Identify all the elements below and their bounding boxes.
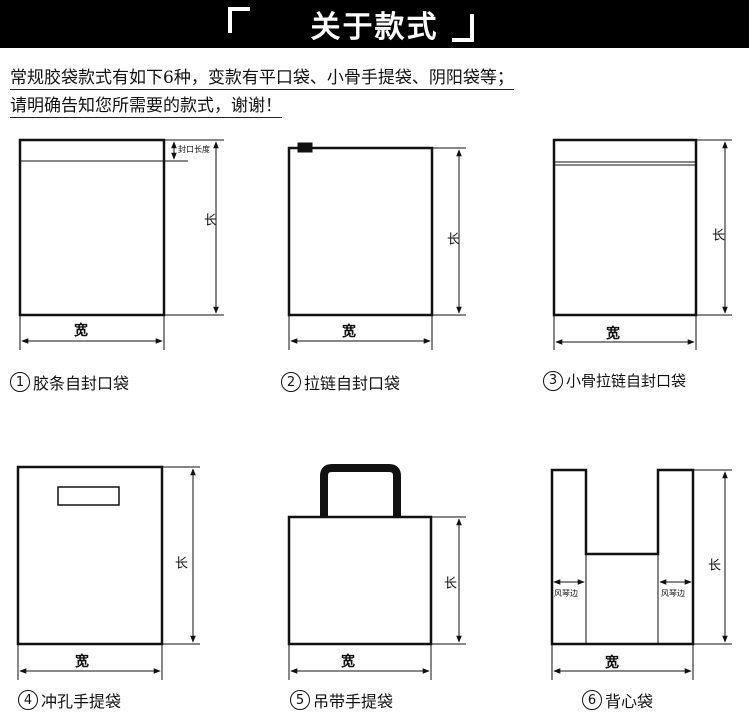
intro-text: 常规胶袋款式有如下6种，变款有平口袋、小骨手提袋、阴阳袋等； 请明确告知您所需要…	[10, 64, 745, 120]
bag-6-name: 背心袋	[605, 692, 654, 711]
bag-4-width-label: 宽	[75, 654, 89, 670]
bag-3-caption: 3 小骨拉链自封口袋	[543, 370, 686, 391]
bag-5-name: 吊带手提袋	[313, 692, 394, 711]
corner-bracket-top-left	[228, 7, 250, 33]
bag-5-drawing	[287, 464, 466, 680]
bag-4-number: 4	[18, 690, 38, 710]
bag-2-caption: 2 拉链自封口袋	[281, 370, 400, 394]
bag-1-width-label: 宽	[74, 323, 88, 339]
bag-2-name: 拉链自封口袋	[304, 374, 401, 393]
bag-6-gusset-left-label: 风琴边	[554, 589, 578, 598]
bag-6-width-label: 宽	[605, 655, 619, 671]
bag-1-drawing	[18, 138, 224, 350]
header-banner: 关于款式	[0, 0, 749, 48]
bag-2-length-label: 长	[444, 232, 459, 245]
seal-length-label: 封口长度	[178, 145, 210, 154]
bag-2-number: 2	[281, 372, 301, 392]
bag-6-gusset-right-label: 风琴边	[661, 589, 685, 598]
bag-4-caption: 4 冲孔手提袋	[18, 688, 121, 712]
bag-6-length-label: 长	[705, 558, 720, 571]
bag-2-drawing	[287, 142, 466, 350]
bag-1-name: 胶条自封口袋	[33, 374, 130, 393]
intro-line-1: 常规胶袋款式有如下6种，变款有平口袋、小骨手提袋、阴阳袋等；	[10, 68, 514, 90]
bag-4-drawing	[16, 465, 200, 680]
bag-1-caption: 1 胶条自封口袋	[10, 370, 129, 394]
bag-1-length-label: 长	[201, 213, 216, 226]
bag-3-number: 3	[543, 370, 563, 391]
bag-5-caption: 5 吊带手提袋	[290, 688, 393, 712]
bag-3-length-label: 长	[709, 228, 724, 241]
bag-6-number: 6	[582, 690, 602, 710]
bag-3-drawing	[552, 138, 732, 350]
bag-4-name: 冲孔手提袋	[41, 692, 122, 711]
corner-bracket-bottom-right	[452, 14, 474, 42]
bag-2-width-label: 宽	[342, 324, 356, 340]
bag-6-caption: 6 背心袋	[582, 688, 653, 712]
bag-3-name: 小骨拉链自封口袋	[566, 372, 687, 390]
intro-line-2: 请明确告知您所需要的款式，谢谢！	[10, 96, 282, 118]
bag-5-number: 5	[290, 690, 310, 710]
bag-3-width-label: 宽	[606, 326, 620, 342]
bag-5-length-label: 长	[441, 576, 456, 589]
bag-1-number: 1	[10, 372, 30, 392]
bag-6-drawing	[550, 468, 732, 680]
bag-5-width-label: 宽	[341, 654, 355, 670]
page-title: 关于款式	[310, 10, 439, 45]
bag-4-length-label: 长	[172, 556, 187, 569]
